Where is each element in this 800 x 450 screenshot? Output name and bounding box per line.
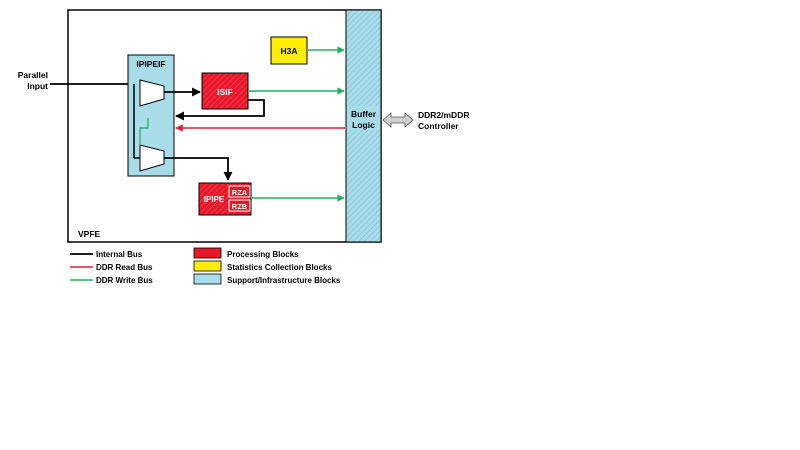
ipipe-label: IPIPE [204,195,225,204]
vpfe-label: VPFE [78,229,101,239]
ddr-controller-label-line2: Controller [418,121,459,131]
rza-label: RZA [232,188,248,197]
rza-block [228,185,251,198]
legend: Internal Bus DDR Read Bus DDR Write Bus … [70,247,341,285]
legend-processing-swatch [193,247,222,259]
buffer-logic-label-bg [347,106,380,130]
legend-statistics-label: Statistics Collection Blocks [227,263,332,272]
buffer-logic-label-line1: Buffer [351,109,377,119]
h3a-label: H3A [280,46,297,56]
buffer-logic-label-line2: Logic [352,120,375,130]
ipipeif-mux-top [139,79,165,107]
legend-support-label: Support/Infrastructure Blocks [227,276,341,285]
ddr-controller-label-line1: DDR2/mDDR [418,110,469,120]
parallel-input-label-line1: Parallel [18,70,48,80]
legend-support-swatch [193,273,222,285]
mux-to-ipipe-arrow [164,157,233,181]
rzb-block [228,199,251,212]
legend-internal-bus-label: Internal Bus [96,250,143,259]
rzb-label: RZB [232,202,248,211]
ddr-double-arrow [382,112,414,128]
ipipeif-green-link [139,118,149,145]
legend-ddr-write-label: DDR Write Bus [96,276,153,285]
legend-ddr-read-label: DDR Read Bus [96,263,153,272]
ipipeif-label: IPIPEIF [136,59,165,69]
h3a-block [270,36,308,65]
isif-feedback-bus [175,99,265,121]
ipipeif-mux-bottom [139,144,165,172]
parallel-input-label-line2: Input [27,81,48,91]
legend-statistics-swatch [193,260,222,272]
legend-processing-label: Processing Blocks [227,250,299,259]
isif-label: ISIF [217,87,233,97]
